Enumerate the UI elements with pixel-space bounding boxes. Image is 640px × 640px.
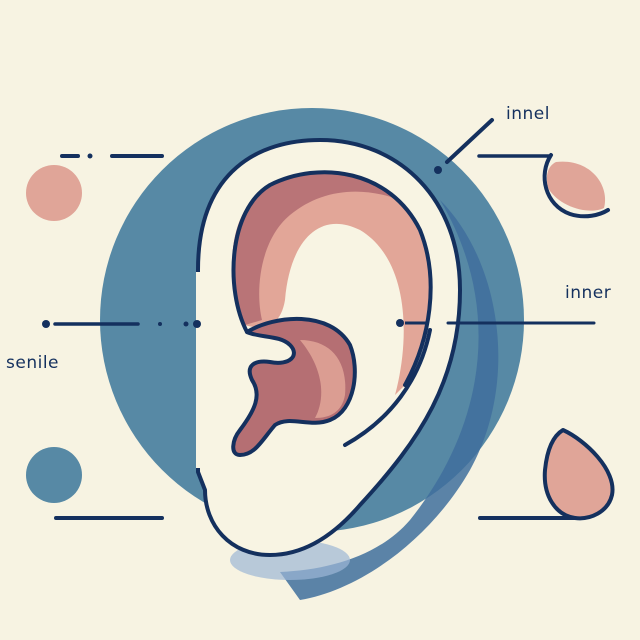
helix-pink (232, 172, 431, 395)
ear-shadow (280, 200, 499, 600)
helix-outline (231, 170, 433, 387)
pink-circle-icon (26, 165, 82, 221)
blue-circle-icon (26, 447, 82, 503)
label-inner: inner (565, 283, 612, 303)
concha-highlight (300, 340, 346, 418)
pink-leaf-icon (546, 161, 606, 211)
label-senile: senile (6, 353, 59, 373)
label-innel: innel (506, 104, 550, 124)
helix-dark (232, 173, 400, 325)
pink-drop-icon (542, 428, 615, 521)
antihelix-curve (343, 328, 432, 447)
